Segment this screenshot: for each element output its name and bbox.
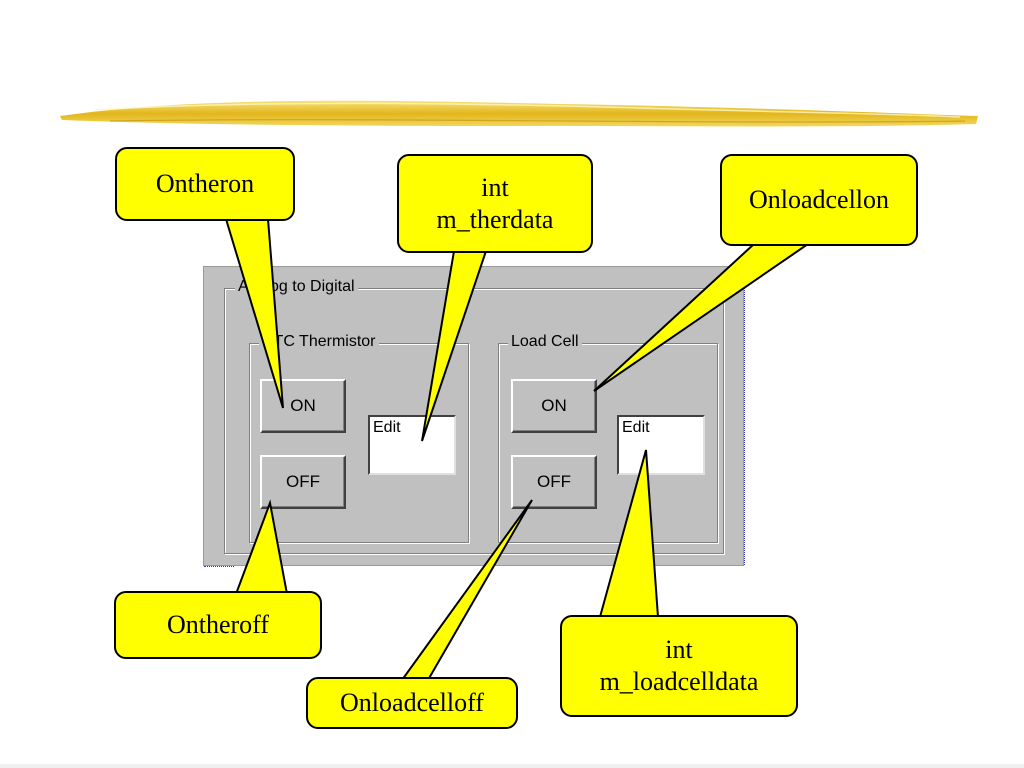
callout-onloadcelloff: Onloadcelloff [306,677,518,729]
pointer-onloadcellon [593,243,812,392]
callout-loaddata-line2: m_loadcelldata [599,667,759,696]
pointer-loaddata [598,449,660,618]
group-load-cell: Load Cell [498,333,718,543]
dialog-edge-marker-bottom [204,565,234,567]
loadcell-edit-field[interactable]: Edit [617,415,705,475]
thermistor-on-button[interactable]: ON [260,379,346,433]
pointer-ontheron [224,218,284,409]
callout-onloadcellon: Onloadcellon [720,154,918,246]
thermistor-off-button[interactable]: OFF [260,455,346,509]
pointer-onloadcelloff [400,499,533,681]
callout-loaddata: int m_loadcelldata [560,615,798,717]
callout-therdata: int m_therdata [397,154,593,253]
dialog-edge-marker [743,267,745,565]
callout-loaddata-line1: int [665,635,693,665]
callout-therdata-line1: int [481,172,509,202]
callout-therdata-line2: m_therdata [436,204,554,234]
loadcell-on-button[interactable]: ON [511,379,597,433]
thermistor-edit-field[interactable]: Edit [368,415,456,475]
callout-ontheron-text: Ontheron [155,169,255,199]
callout-ontheroff: Ontheroff [114,591,322,659]
group-title-load-cell: Load Cell [508,333,582,351]
pointer-ontheroff [234,499,289,595]
group-title-ntc-thermistor: NTC Thermistor [259,333,379,351]
callout-onloadcelloff-text: Onloadcelloff [340,688,484,718]
callout-ontheroff-text: Ontheroff [166,610,270,640]
callout-ontheron: Ontheron [115,147,295,221]
loadcell-off-button[interactable]: OFF [511,455,597,509]
callout-onloadcellon-text: Onloadcellon [748,185,890,215]
pointer-therdata [421,250,488,442]
group-ntc-thermistor: NTC Thermistor [249,333,469,543]
bottom-rule [0,764,1024,768]
